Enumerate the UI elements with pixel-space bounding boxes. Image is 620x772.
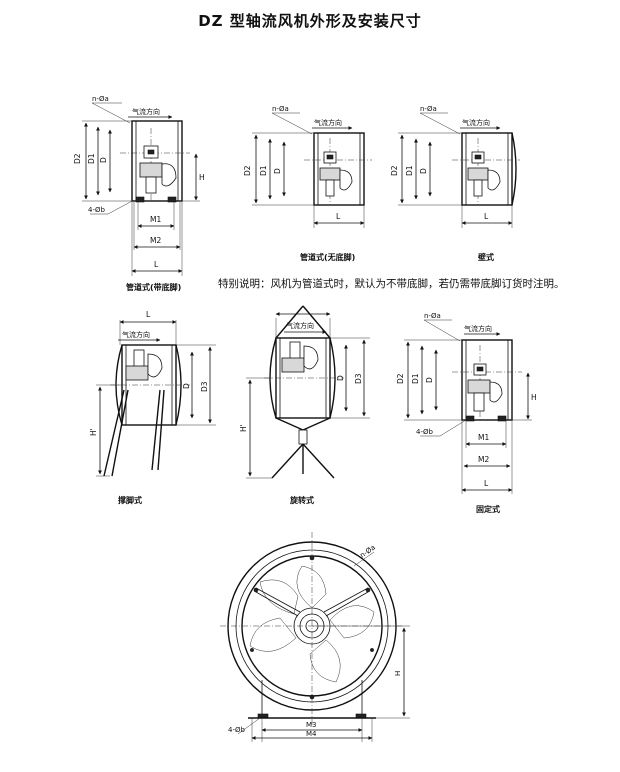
page-title: DZ 型轴流风机外形及安装尺寸 <box>198 12 422 30</box>
dim-d3-4: D3 <box>200 381 209 392</box>
caption-duct-no-foot: 管道式(无底脚) <box>300 252 355 262</box>
special-note: 特别说明：风机为管道式时，默认为不带底脚，若仍需带底脚订货时注明。 <box>218 278 565 290</box>
dim-d-6: D <box>425 377 434 383</box>
airflow-label-2: 气流方向 <box>314 118 342 127</box>
dim-h-7: H <box>394 671 402 676</box>
caption-fixed: 固定式 <box>476 504 500 514</box>
dim-m1: M1 <box>150 215 161 224</box>
holes-a-label-2: n-Øa <box>272 105 289 113</box>
dim-d-4: D <box>182 383 191 389</box>
dim-d2-6: D2 <box>396 373 405 384</box>
holes-a-label-3: n-Øa <box>420 105 437 113</box>
view-bracket: L 气流方向 D D3 H' 撑脚式 <box>89 310 216 505</box>
view-swivel: 气流方向 D D3 H' 旋转式 <box>239 305 370 505</box>
dim-d1-6: D1 <box>411 373 420 384</box>
caption-wall: 壁式 <box>478 252 494 262</box>
dim-d1-2: D1 <box>259 165 268 176</box>
caption-swivel: 旋转式 <box>289 495 314 505</box>
dim-l-6: L <box>484 479 489 488</box>
holes-a-label-7: n-Øa <box>359 543 377 559</box>
holes-a-label: n-Øa <box>92 95 109 103</box>
dim-l-2: L <box>336 212 341 221</box>
dim-d2: D2 <box>73 153 82 164</box>
dim-m4-7: M4 <box>306 730 317 738</box>
dim-m1-6: M1 <box>478 433 489 442</box>
holes-b-label-6: 4-Øb <box>416 428 433 436</box>
dim-l-3: L <box>484 212 489 221</box>
dim-d-3: D <box>419 168 428 174</box>
dim-l-4: L <box>146 310 151 319</box>
airflow-label-6: 气流方向 <box>464 324 492 333</box>
dim-d-5: D <box>336 375 345 381</box>
view-front: 4-Øb M3 M4 H n-Øa <box>220 532 410 742</box>
view-duct-no-foot: n-Øa 气流方向 D2 D1 D L 管道式(无底脚) <box>243 105 372 262</box>
dim-m2-6: M2 <box>478 455 489 464</box>
dim-d2-3: D2 <box>390 165 399 176</box>
dim-m2: M2 <box>150 236 161 245</box>
airflow-label-3: 气流方向 <box>462 118 490 127</box>
dim-h: H <box>199 173 205 182</box>
dim-m3-7: M3 <box>306 721 317 729</box>
airflow-label-4: 气流方向 <box>122 330 150 339</box>
view-fixed: n-Øa 气流方向 4-Øb D2 D1 D H M1 M2 L 固定式 <box>396 312 537 514</box>
view-wall: n-Øa 气流方向 D2 D1 D L 壁式 <box>390 105 520 262</box>
airflow-label-5: 气流方向 <box>286 321 314 330</box>
dim-d1: D1 <box>87 153 96 164</box>
dim-d2-2: D2 <box>243 165 252 176</box>
dim-d3-5: D3 <box>354 373 363 384</box>
dim-h-6: H <box>531 393 537 402</box>
dim-h-prime-4: H' <box>89 428 98 436</box>
dim-d: D <box>99 157 108 163</box>
caption-bracket: 撑脚式 <box>118 495 142 505</box>
view-duct-with-foot: n-Øa 气流方向 4-Øb D2 D1 D H M1 M2 L 管道式(带底脚… <box>73 95 205 292</box>
dim-d1-3: D1 <box>405 165 414 176</box>
caption-duct-with-foot: 管道式(带底脚) <box>126 282 181 292</box>
holes-b-label-7: 4-Øb <box>228 726 245 734</box>
holes-a-label-6: n-Øa <box>424 312 441 320</box>
dim-h-prime-5: H' <box>239 424 248 432</box>
airflow-label: 气流方向 <box>132 107 160 116</box>
dim-l: L <box>154 260 159 269</box>
dim-d-2: D <box>273 168 282 174</box>
holes-b-label: 4-Øb <box>88 206 105 214</box>
